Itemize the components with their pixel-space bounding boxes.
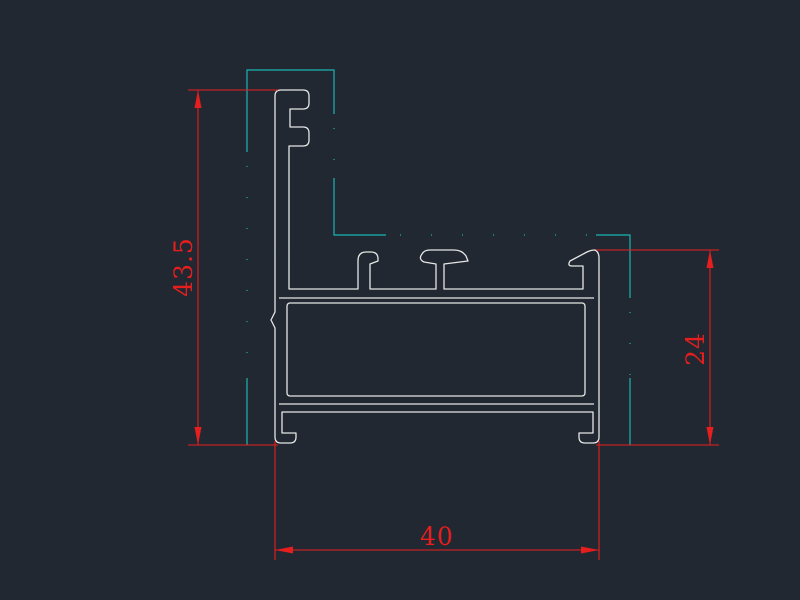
dimension-text-height-right: 24 [681, 332, 710, 366]
dimension-text-height-total: 43.5 [169, 237, 198, 297]
reference-line-right-top [596, 234, 631, 298]
arrow-down-left [194, 427, 202, 445]
dimension-height-total: 43.5 [169, 89, 278, 446]
reference-line-top [246, 69, 335, 152]
dimension-width: 40 [274, 441, 600, 560]
arrow-up-right [706, 250, 714, 268]
reference-outline [246, 69, 631, 445]
dimension-height-right: 24 [596, 249, 719, 446]
arrow-down-right [706, 427, 714, 445]
arrow-left [275, 546, 293, 554]
dimension-text-width: 40 [420, 522, 454, 551]
profile-outer-contour [270, 89, 600, 444]
arrow-up-left [194, 90, 202, 108]
profile-inner-chamber [286, 302, 586, 397]
profile-section [270, 89, 600, 444]
arrow-right [581, 546, 599, 554]
reference-line-step [333, 178, 386, 236]
